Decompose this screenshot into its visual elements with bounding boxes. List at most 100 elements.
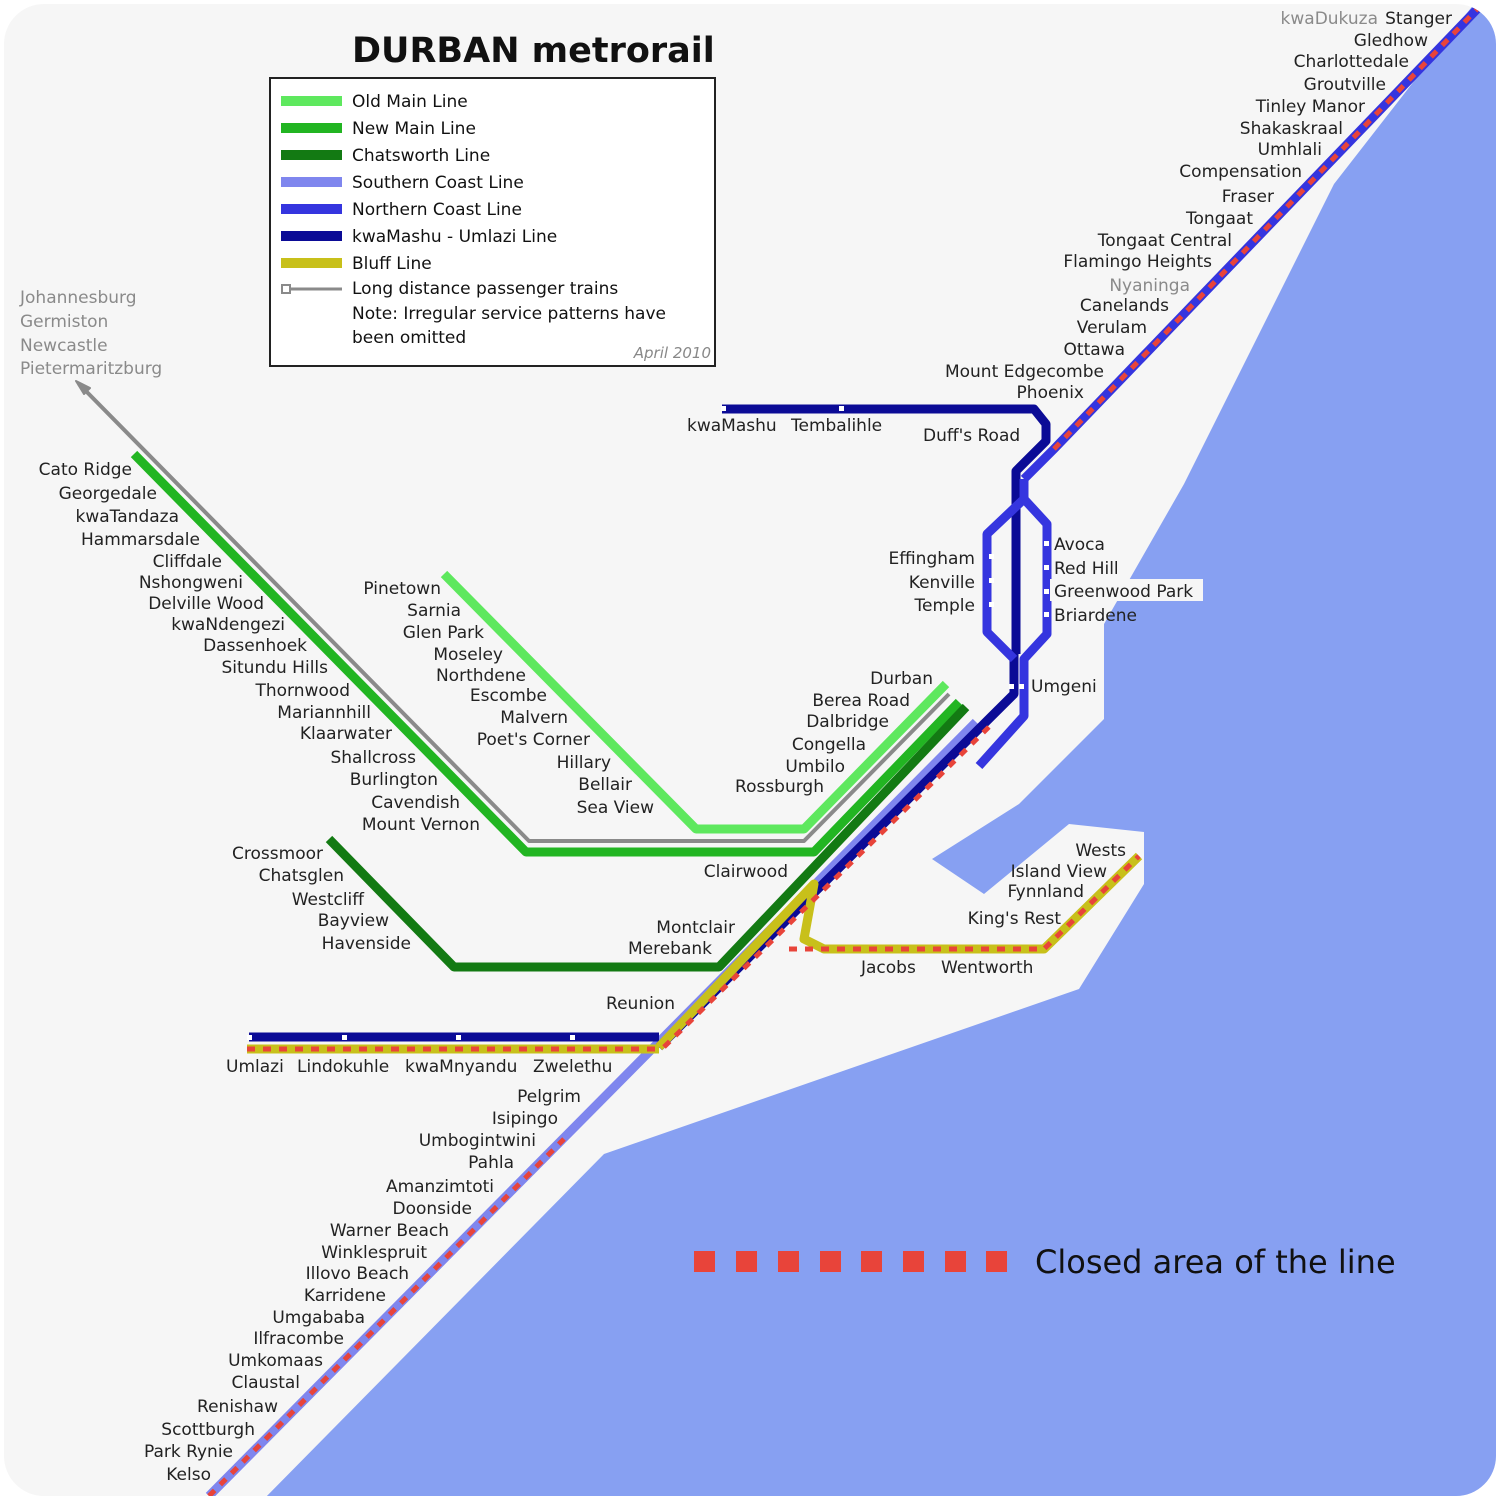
station-label: Shakaskraal <box>1240 119 1343 139</box>
legend-label: kwaMashu - Umlazi Line <box>352 227 557 247</box>
station-label: Jacobs <box>860 958 916 978</box>
station-label: kwaMnyandu <box>405 1057 517 1077</box>
durban-metrorail-map: DURBAN metrorail Old Main Line New Main … <box>19 4 1496 1496</box>
station-label: Montclair <box>656 918 735 938</box>
legend-swatch <box>281 96 342 106</box>
station-label: Renishaw <box>197 1397 278 1417</box>
station-label: Warner Beach <box>330 1221 449 1241</box>
new-main-labels: Cato Ridge Georgedale kwaTandaza Hammars… <box>39 460 480 835</box>
south-trunk-labels: Clairwood Montclair Merebank Reunion <box>606 862 788 1014</box>
new-main-line <box>130 450 963 857</box>
station-label: Congella <box>792 735 866 755</box>
station-label: Amanzimtoti <box>386 1177 494 1197</box>
station-label: Durban <box>870 669 933 689</box>
station-label: Umbogintwini <box>419 1131 536 1151</box>
station-label: King's Rest <box>968 909 1062 929</box>
legend-label: Long distance passenger trains <box>352 279 618 299</box>
station-label: Umhlali <box>1258 140 1322 160</box>
station-label: Chatsglen <box>259 866 344 886</box>
closed-line-label: Closed area of the line <box>1035 1243 1396 1281</box>
old-main-line <box>440 570 950 834</box>
station-label: Hammarsdale <box>81 530 200 550</box>
station-label: Johannesburg <box>19 288 137 308</box>
legend-swatch <box>281 150 342 160</box>
legend-item-chatsworth: Chatsworth Line <box>281 146 490 166</box>
station-label: Ottawa <box>1064 340 1125 360</box>
bluff-labels: Wests Island View Fynnland King's Rest J… <box>860 841 1126 978</box>
station-label: Nshongweni <box>139 573 243 593</box>
closed-line-key: Closed area of the line <box>694 1243 1396 1281</box>
legend-note-line-1: Note: Irregular service patterns have <box>352 304 666 324</box>
station-label: Umgeni <box>1031 677 1097 697</box>
station-label: Sea View <box>577 798 655 818</box>
legend-item-southern-coast: Southern Coast Line <box>281 173 524 193</box>
station-label: Park Rynie <box>144 1442 233 1462</box>
station-label: Umlazi <box>226 1057 284 1077</box>
station-label: Tongaat Central <box>1097 231 1232 251</box>
station-label: Pahla <box>468 1153 514 1173</box>
north-coast-labels: kwaDukuza Stanger Gledhow Charlottedale … <box>945 9 1452 403</box>
legend-label: Northern Coast Line <box>352 200 522 220</box>
station-label: Klaarwater <box>300 724 392 744</box>
map-frame: DURBAN metrorail Old Main Line New Main … <box>4 4 1496 1496</box>
legend-swatch <box>281 204 342 214</box>
map-title: DURBAN metrorail <box>352 31 715 71</box>
station-label: Hillary <box>557 753 611 773</box>
legend-item-northern-coast: Northern Coast Line <box>281 200 522 220</box>
station-label: Burlington <box>350 770 438 790</box>
station-label: Wentworth <box>941 958 1033 978</box>
kwamashu-umlazi-line <box>655 654 1019 1051</box>
loop-east-labels: Avoca Red Hill Greenwood Park Briardene … <box>1031 535 1203 697</box>
station-label: Moseley <box>433 645 503 665</box>
station-label: Verulam <box>1077 318 1147 338</box>
station-label: kwaNdengezi <box>171 615 285 635</box>
station-label: Red Hill <box>1054 559 1119 579</box>
station-label: Malvern <box>500 708 568 728</box>
legend-item-bluff: Bluff Line <box>281 254 432 274</box>
closed-line-swatch <box>694 1251 1007 1272</box>
station-label: Umgababa <box>272 1308 365 1328</box>
station-label: Delville Wood <box>148 594 264 614</box>
station-label: Shallcross <box>330 748 416 768</box>
station-label: Nyaninga <box>1109 276 1190 296</box>
legend-label: Bluff Line <box>352 254 432 274</box>
station-markers <box>247 406 1049 1040</box>
station-label: Cavendish <box>371 793 460 813</box>
legend-item-kwamashu-umlazi: kwaMashu - Umlazi Line <box>281 227 557 247</box>
sea-area <box>266 4 1496 1496</box>
station-label: Flamingo Heights <box>1063 252 1212 272</box>
station-label: Ilfracombe <box>253 1329 344 1349</box>
station-label: Canelands <box>1080 296 1169 316</box>
station-label: Northdene <box>436 666 526 686</box>
station-label: Doonside <box>393 1199 473 1219</box>
station-label: Rossburgh <box>735 777 824 797</box>
legend-swatch <box>281 177 342 187</box>
station-label: kwaMashu <box>687 416 777 436</box>
northern-coast-loop-west <box>982 479 1029 663</box>
station-label: Berea Road <box>812 691 910 711</box>
station-label: Stanger <box>1385 9 1452 29</box>
station-label: Fraser <box>1222 187 1274 207</box>
legend-label: Old Main Line <box>352 92 468 112</box>
station-label: Illovo Beach <box>306 1264 409 1284</box>
long-distance-labels: Johannesburg Germiston Newcastle Pieterm… <box>19 288 162 379</box>
station-label: Duff's Road <box>923 426 1020 446</box>
station-label: Tembalihle <box>790 416 882 436</box>
legend-label: Southern Coast Line <box>352 173 524 193</box>
legend-swatch <box>281 231 342 241</box>
legend-date: April 2010 <box>633 344 711 362</box>
station-label: Newcastle <box>20 336 108 356</box>
station-label: Merebank <box>628 939 712 959</box>
station-label: kwaTandaza <box>76 507 179 527</box>
central-labels: Durban Berea Road Dalbridge Congella Umb… <box>735 669 933 797</box>
legend-swatch <box>281 258 342 268</box>
station-label: Cato Ridge <box>39 460 132 480</box>
station-label: Glen Park <box>403 623 484 643</box>
south-coast-labels: Pelgrim Isipingo Umbogintwini Pahla Aman… <box>144 1087 581 1485</box>
legend-item-long-distance: Long distance passenger trains <box>281 279 618 299</box>
station-label: Winklespruit <box>321 1243 427 1263</box>
station-label: Dassenhoek <box>203 636 307 656</box>
station-label: Poet's Corner <box>477 730 590 750</box>
station-label: Scottburgh <box>161 1420 255 1440</box>
station-label: Kenville <box>909 573 975 593</box>
